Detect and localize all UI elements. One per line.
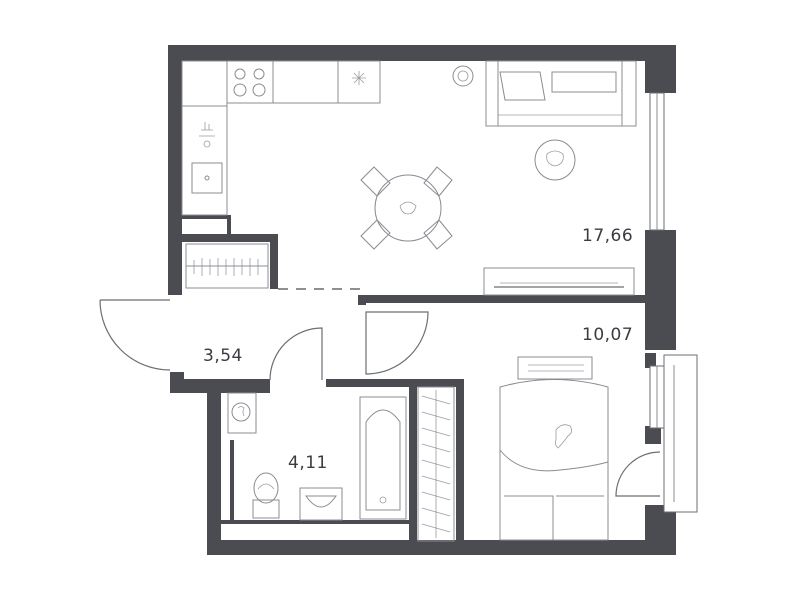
wall-hall-closet [182, 234, 278, 242]
walls [168, 45, 676, 555]
wall-kitchen-niche-right [227, 215, 231, 237]
wall-right-lower [645, 426, 661, 444]
wall-right-top [645, 45, 676, 93]
bedroom-door [365, 311, 429, 375]
pet-bed [534, 139, 576, 181]
bedroom-wardrobe [417, 386, 455, 542]
wall-right-mid2 [645, 353, 656, 368]
fridge [337, 60, 381, 104]
lamp [452, 65, 474, 87]
toilet [252, 499, 280, 519]
wall-bath-inner-bottom [221, 520, 411, 524]
washbasin [299, 487, 343, 521]
hall-area-label: 3,54 [203, 346, 243, 366]
wall-bath-right [409, 379, 417, 541]
wall-bath-top [326, 379, 416, 387]
bathroom-door [269, 327, 323, 381]
tv-unit [483, 267, 635, 296]
entrance-door [99, 299, 171, 371]
bathroom-area-label: 4,11 [288, 453, 328, 473]
wall-hall-partition [358, 295, 366, 305]
stove [226, 60, 274, 104]
chair [360, 166, 453, 250]
wall-bathroom-left [207, 391, 221, 554]
wall-right-mid [645, 230, 676, 350]
wall-wardrobe-top [416, 379, 463, 387]
room-labels: 17,66 10,07 3,54 4,11 [203, 226, 633, 473]
doors [99, 288, 661, 497]
wall-left-upper [168, 45, 182, 295]
sink [191, 162, 223, 194]
washing-machine [227, 392, 257, 434]
kitchen-units [181, 60, 381, 216]
wall-bath-top-left [207, 379, 221, 393]
bathroom-fixtures [227, 392, 407, 521]
dining-table [360, 166, 453, 250]
sofa [485, 60, 637, 127]
decor [452, 65, 576, 181]
bed [499, 356, 609, 541]
bathtub [359, 396, 407, 520]
living-room-area-label: 17,66 [582, 226, 633, 246]
hall-wardrobe [185, 243, 269, 289]
balcony-door [615, 451, 661, 497]
wall-kitchen-niche [182, 215, 230, 219]
wall-bedroom-top [358, 295, 645, 303]
bedroom-area-label: 10,07 [582, 325, 633, 345]
windows [649, 92, 698, 513]
balcony-frame [663, 354, 698, 513]
wall-bath-inner-left [230, 440, 234, 524]
wall-right-bottom [645, 505, 676, 555]
wall-top [168, 45, 676, 61]
wall-hall-closet-right [270, 234, 278, 289]
wall-bottom [207, 540, 676, 555]
wall-wardrobe-right [456, 379, 464, 541]
